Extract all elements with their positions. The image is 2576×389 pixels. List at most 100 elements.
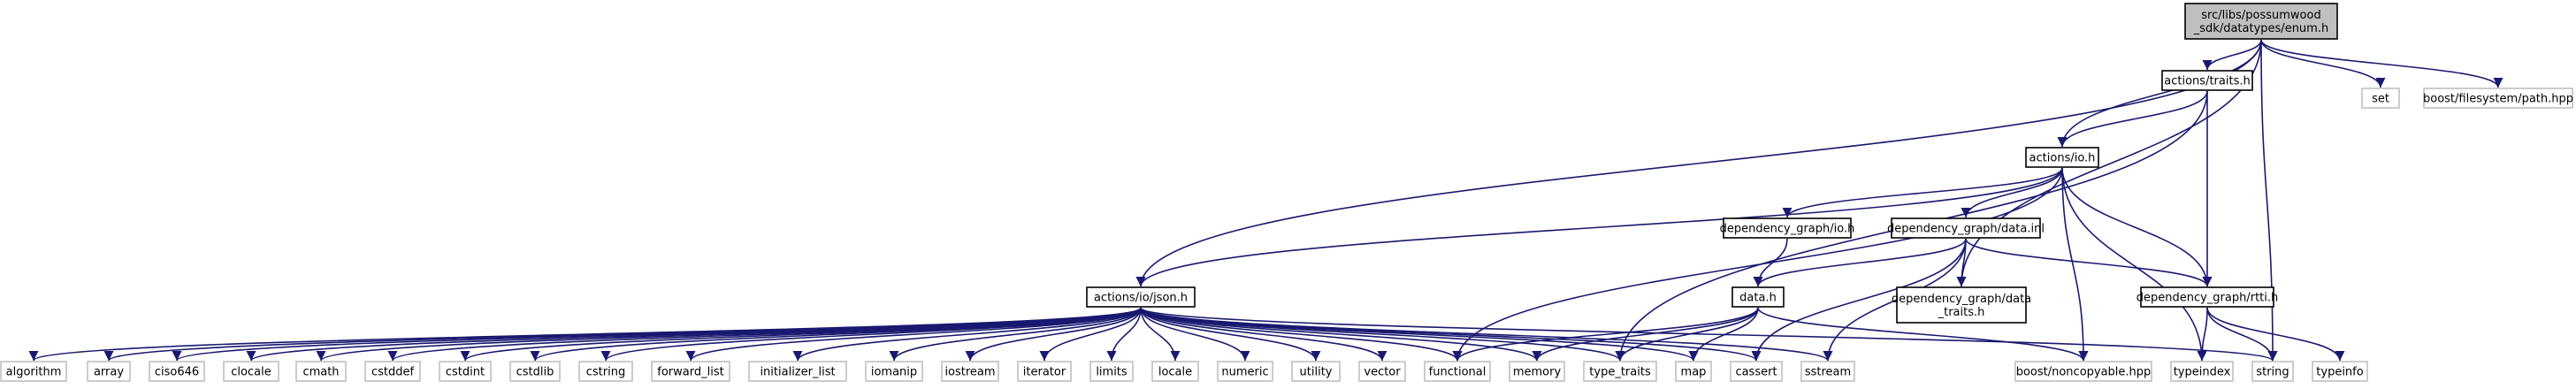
node-label: typeinfo — [2316, 366, 2363, 379]
node-enum-h[interactable]: src/libs/possumwood_sdk/datatypes/enum.h — [2184, 3, 2338, 40]
edge-json_h-to-functional — [1140, 307, 1463, 362]
node-dg-io-h[interactable]: dependency_graph/io.h — [1720, 217, 1855, 239]
node-label: numeric — [1221, 366, 1268, 379]
node-string: string — [2251, 361, 2294, 382]
node-box — [1675, 361, 1712, 382]
node-box — [509, 361, 561, 382]
node-label: boost/noncopyable.hpp — [2016, 366, 2152, 379]
edge-data_h-to-memory — [1532, 307, 1759, 362]
node-algorithm: algorithm — [0, 361, 67, 382]
node-set: set — [2361, 88, 2400, 109]
edge-io_h-to-typeindex — [2061, 167, 2207, 362]
node-memory: memory — [1509, 361, 1565, 382]
edge-json_h-to-limits — [1106, 307, 1142, 362]
node-label: dependency_graph/data.inl — [1887, 223, 2045, 236]
edge-json_h-to-cstring — [600, 307, 1142, 362]
node-traits-h[interactable]: actions/traits.h — [2161, 70, 2253, 91]
node-ciso646: ciso646 — [149, 361, 205, 382]
node-box — [1291, 361, 1341, 382]
edge-data_h-to-functional — [1452, 307, 1759, 362]
node-label: cassert — [1735, 366, 1777, 379]
node-box — [651, 361, 730, 382]
node-box — [1358, 361, 1406, 382]
node-label: memory — [1513, 366, 1562, 379]
edge-json_h-to-memory — [1140, 307, 1542, 362]
edge-enum_h-to-traits_h — [2202, 39, 2262, 71]
node-forward-list: forward_list — [651, 361, 730, 382]
edge-json_h-to-cstddef — [387, 307, 1142, 362]
node-box — [1151, 361, 1199, 382]
node-box — [439, 361, 492, 382]
node-label: set — [2372, 93, 2389, 106]
node-box — [748, 361, 847, 382]
node-label: string — [2256, 366, 2289, 379]
edge-json_h-to-iterator — [1039, 307, 1142, 362]
node-limits: limits — [1089, 361, 1134, 382]
node-label: iomanip — [871, 366, 917, 379]
node-box — [2014, 361, 2152, 382]
node-data-traits-h[interactable]: dependency_graph/data_traits.h — [1892, 286, 2031, 324]
node-box — [941, 361, 999, 382]
edge-rtti_h-to-string — [2206, 307, 2278, 362]
node-box — [1217, 361, 1273, 382]
node-type-traits: type_traits — [1583, 361, 1657, 382]
node-json-h[interactable]: actions/io/json.h — [1086, 286, 1196, 308]
node-initializer-list: initializer_list — [748, 361, 847, 382]
node-label: utility — [1300, 366, 1333, 379]
node-box — [1017, 361, 1072, 382]
node-data-inl[interactable]: dependency_graph/data.inl — [1887, 217, 2045, 239]
node-io-h[interactable]: actions/io.h — [2025, 147, 2099, 168]
edge-data_h-to-noncopyable — [1757, 307, 2089, 362]
node-label: typeindex — [2174, 366, 2231, 379]
node-label: actions/io/json.h — [1094, 292, 1188, 305]
node-label: vector — [1364, 366, 1401, 379]
node-label: initializer_list — [760, 366, 835, 379]
node-map: map — [1675, 361, 1712, 382]
node-rtti-h[interactable]: dependency_graph/rtti.h — [2136, 286, 2279, 308]
edge-data_inl-to-data_h — [1753, 238, 1967, 287]
node-label: map — [1681, 366, 1707, 379]
node-box — [2161, 70, 2253, 91]
edge-io_h-to-functional — [1452, 167, 2063, 362]
node-locale: locale — [1151, 361, 1199, 382]
edge-json_h-to-string — [1140, 307, 2278, 362]
node-iterator: iterator — [1017, 361, 1072, 382]
node-typeinfo: typeinfo — [2312, 361, 2368, 382]
node-box — [2312, 361, 2368, 382]
edge-rtti_h-to-typeinfo — [2206, 307, 2345, 362]
node-box — [1800, 361, 1855, 382]
node-array: array — [87, 361, 131, 382]
node-label: algorithm — [6, 366, 62, 379]
node-iostream: iostream — [941, 361, 999, 382]
node-label: dependency_graph/data — [1892, 293, 2031, 306]
edge-enum_h-to-string — [2260, 39, 2278, 362]
edge-layer — [28, 39, 2503, 362]
edge-data_inl-to-cassert — [1751, 238, 1967, 362]
node-label: boost/filesystem/path.hpp — [2423, 93, 2573, 106]
node-label: _sdk/datatypes/enum.h — [2193, 22, 2328, 35]
node-data-h[interactable]: data.h — [1731, 286, 1785, 308]
node-label: iterator — [1023, 366, 1066, 379]
node-utility: utility — [1291, 361, 1341, 382]
node-label: sstream — [1805, 366, 1851, 379]
edge-json_h-to-iostream — [965, 307, 1142, 362]
node-label: cmath — [302, 366, 339, 379]
node-layer: src/libs/possumwood_sdk/datatypes/enum.h… — [0, 3, 2573, 382]
node-box — [2361, 88, 2400, 109]
node-label: clocale — [231, 366, 271, 379]
node-label: dependency_graph/rtti.h — [2136, 292, 2279, 305]
node-box — [87, 361, 131, 382]
edge-io_h-to-json_h — [1135, 167, 2063, 287]
node-numeric: numeric — [1217, 361, 1273, 382]
node-label: array — [94, 366, 124, 379]
node-label: limits — [1096, 366, 1127, 379]
node-label: cstring — [586, 366, 625, 379]
node-box — [2170, 361, 2234, 382]
node-sstream: sstream — [1800, 361, 1855, 382]
edge-json_h-to-sstream — [1140, 307, 1833, 362]
node-box — [2025, 147, 2099, 168]
node-box — [1583, 361, 1657, 382]
edge-enum_h-to-path_hpp — [2260, 39, 2503, 88]
node-label: actions/traits.h — [2164, 75, 2250, 88]
